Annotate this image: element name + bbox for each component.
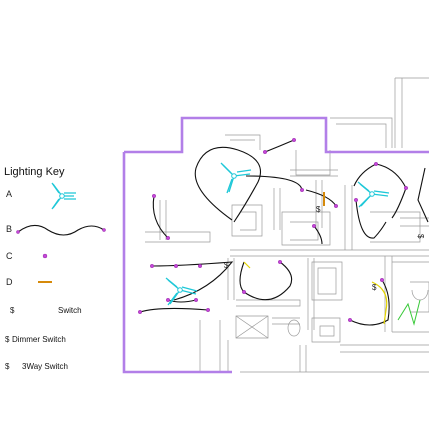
lighting-key-title: Lighting Key — [4, 166, 65, 178]
fixture-dot-icon — [300, 187, 305, 192]
fixture-dot-icon — [165, 298, 170, 303]
fixture-dot-icon — [263, 149, 268, 154]
fluorescent-bar-icon — [243, 261, 251, 269]
fixture-dot-icon — [165, 235, 170, 240]
ceiling-fan-icon — [357, 181, 390, 208]
switch-symbol: $ — [10, 306, 15, 315]
interior-walls — [145, 77, 429, 373]
fixture-dot-icon — [354, 197, 359, 202]
key-letter-b: B — [6, 224, 12, 234]
switch-symbol: $ — [416, 234, 425, 239]
fixture-dot-icon — [173, 264, 178, 269]
dimmer-switch-label: Dimmer Switch — [12, 335, 66, 344]
fixture-dot-icon — [205, 308, 210, 313]
key-letter-d: D — [6, 277, 13, 287]
three-way-switch-label: 3Way Switch — [22, 362, 68, 371]
switch-symbol: $ — [316, 205, 321, 214]
fixture-dot-icon — [151, 193, 156, 198]
exterior-walls — [122, 116, 429, 374]
fixture-dot-icon — [380, 278, 385, 283]
switch-symbol: $ — [224, 261, 229, 270]
switches: $ $ $ $ — [224, 205, 425, 292]
key-letter-a: A — [6, 189, 12, 199]
green-fixture-icon — [397, 299, 421, 326]
ceiling-fan-icon — [220, 162, 252, 194]
fixture-dot-icon — [193, 298, 198, 303]
fixture-dot-icon — [278, 260, 283, 265]
wire-run-icon — [16, 224, 106, 236]
lighting-key: Lighting Key A B C D $ Switch $ Dimmer S… — [4, 166, 106, 371]
ceiling-fans — [165, 162, 390, 306]
fixture-dot-icon — [241, 290, 246, 295]
fixture-dot-icon — [197, 264, 202, 269]
wire-runs — [139, 139, 429, 326]
fixture-dot-icon — [334, 203, 339, 208]
fixture-dot-icon — [292, 137, 297, 142]
ceiling-fan-icon — [165, 277, 198, 306]
fixture-dot-icon — [149, 264, 154, 269]
fixture-dot-icon — [137, 310, 142, 315]
fixture-dots — [137, 137, 409, 323]
fixture-dot-icon — [374, 161, 379, 166]
dimmer-switch-symbol: $ — [5, 335, 10, 344]
switch-symbol: $ — [372, 283, 377, 292]
fixture-dot-icon — [348, 318, 353, 323]
fixture-dot-icon — [42, 253, 48, 259]
fixture-dot-icon — [404, 185, 409, 190]
fluorescent-bar-icon — [371, 281, 388, 325]
ceiling-fan-icon — [51, 182, 76, 210]
key-letter-c: C — [6, 251, 13, 261]
fluorescent-fixtures — [243, 192, 421, 326]
fixture-dot-icon — [312, 223, 317, 228]
switch-label: Switch — [58, 306, 82, 315]
three-way-switch-symbol: $ — [5, 362, 10, 371]
